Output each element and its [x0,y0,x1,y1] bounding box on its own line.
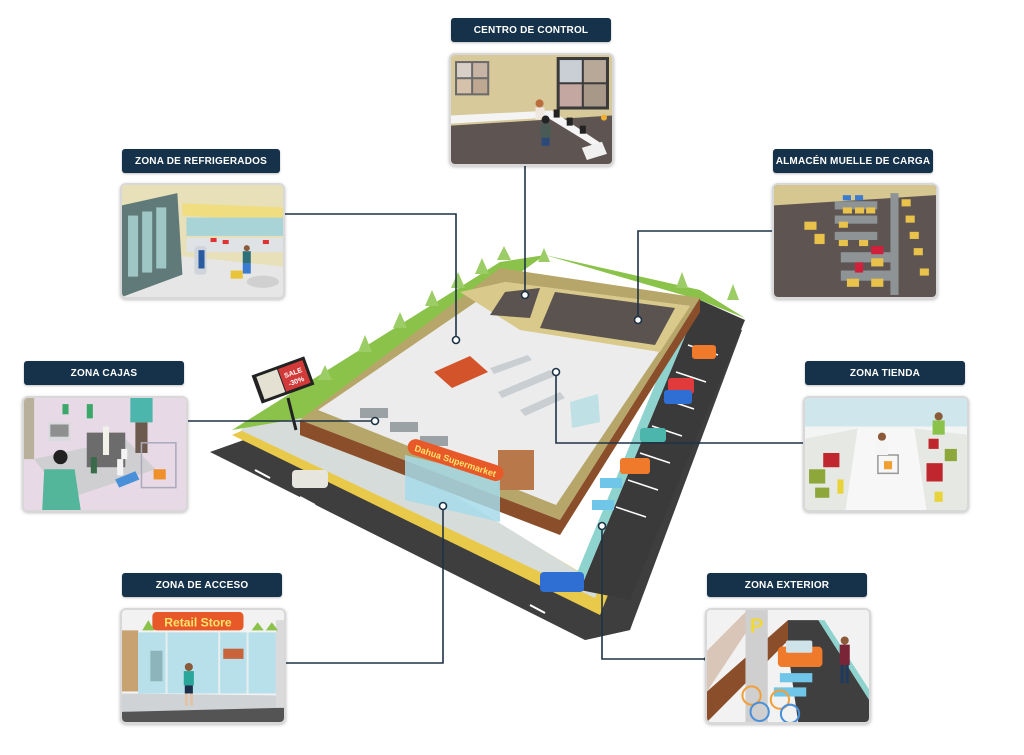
parking-sign-text: P [750,615,764,637]
connector-refrigerated [280,213,457,340]
hotspot-checkout[interactable] [370,416,380,426]
back-rooms [460,282,690,352]
accessible-spot [600,478,622,488]
building-outer [300,268,700,520]
zone-label-store: ZONA TIENDA [805,361,965,385]
storefront-sign-text: Dahua Supermarket [413,443,497,479]
zone-label-control: CENTRO DE CONTROL [451,18,611,42]
connector-exterior [601,526,708,660]
control-room-image [451,55,612,164]
hotspot-refrigerated[interactable] [451,335,461,345]
parking-curb [572,300,700,590]
storefront-sign: Dahua Supermarket [407,439,504,482]
checkout-counters [360,408,448,446]
grass-back [545,255,745,318]
entrance-doors [405,455,500,522]
entrance-image: Retail Store [122,610,284,722]
hotspot-loading-dock[interactable] [633,315,643,325]
road [210,420,630,640]
hotspot-control[interactable] [520,290,530,300]
accessible-spot [592,500,614,510]
zone-label-exterior: ZONA EXTERIOR [707,573,867,597]
parking-lot [580,300,745,600]
checkout-image [24,398,186,510]
parking-lines [615,344,719,518]
hotspot-store[interactable] [551,367,561,377]
lockers [498,450,534,490]
billboard: SALE -30% [251,356,315,404]
parking-exterior-image: P [707,610,869,722]
connector-store [555,372,807,444]
control-room-floor [490,288,540,318]
zone-card-access[interactable]: Retail Store [120,608,286,724]
zone-label-refrigerated: ZONA DE REFRIGERADOS [122,149,280,173]
zone-label-access: ZONA DE ACCESO [122,573,282,597]
billboard-text-1: SALE [283,367,303,380]
zone-card-refrigerated[interactable] [120,183,285,299]
trees [318,246,739,380]
zone-label-loading-dock: ALMACÉN MUELLE DE CARGA [773,149,933,173]
sidewalk-curb [232,405,610,615]
aisles [434,355,600,428]
zone-card-loading-dock[interactable] [772,183,938,299]
refrigerated-zone-image [122,185,283,297]
store-floor [318,282,690,505]
zone-card-exterior[interactable]: P [705,608,871,724]
warehouse-image [774,185,936,297]
store-aisle-image [805,398,967,510]
hotspot-exterior[interactable] [597,521,607,531]
connector-access [280,506,444,664]
cars [292,345,716,592]
zone-card-control[interactable] [449,53,614,166]
billboard-text-2: -30% [288,376,306,388]
hotspot-access[interactable] [438,501,448,511]
billboard-pole [286,397,298,431]
access-sign-text: Retail Store [164,615,232,629]
sidewalk [240,400,600,598]
side-wall [560,298,700,535]
zone-label-checkout: ZONA CAJAS [24,361,184,385]
road-markings [254,469,546,614]
zone-card-store[interactable] [803,396,969,512]
zone-card-checkout[interactable] [22,396,188,512]
connector-loading-dock [637,230,776,320]
front-wall [300,420,560,535]
warehouse-floor [540,292,675,345]
